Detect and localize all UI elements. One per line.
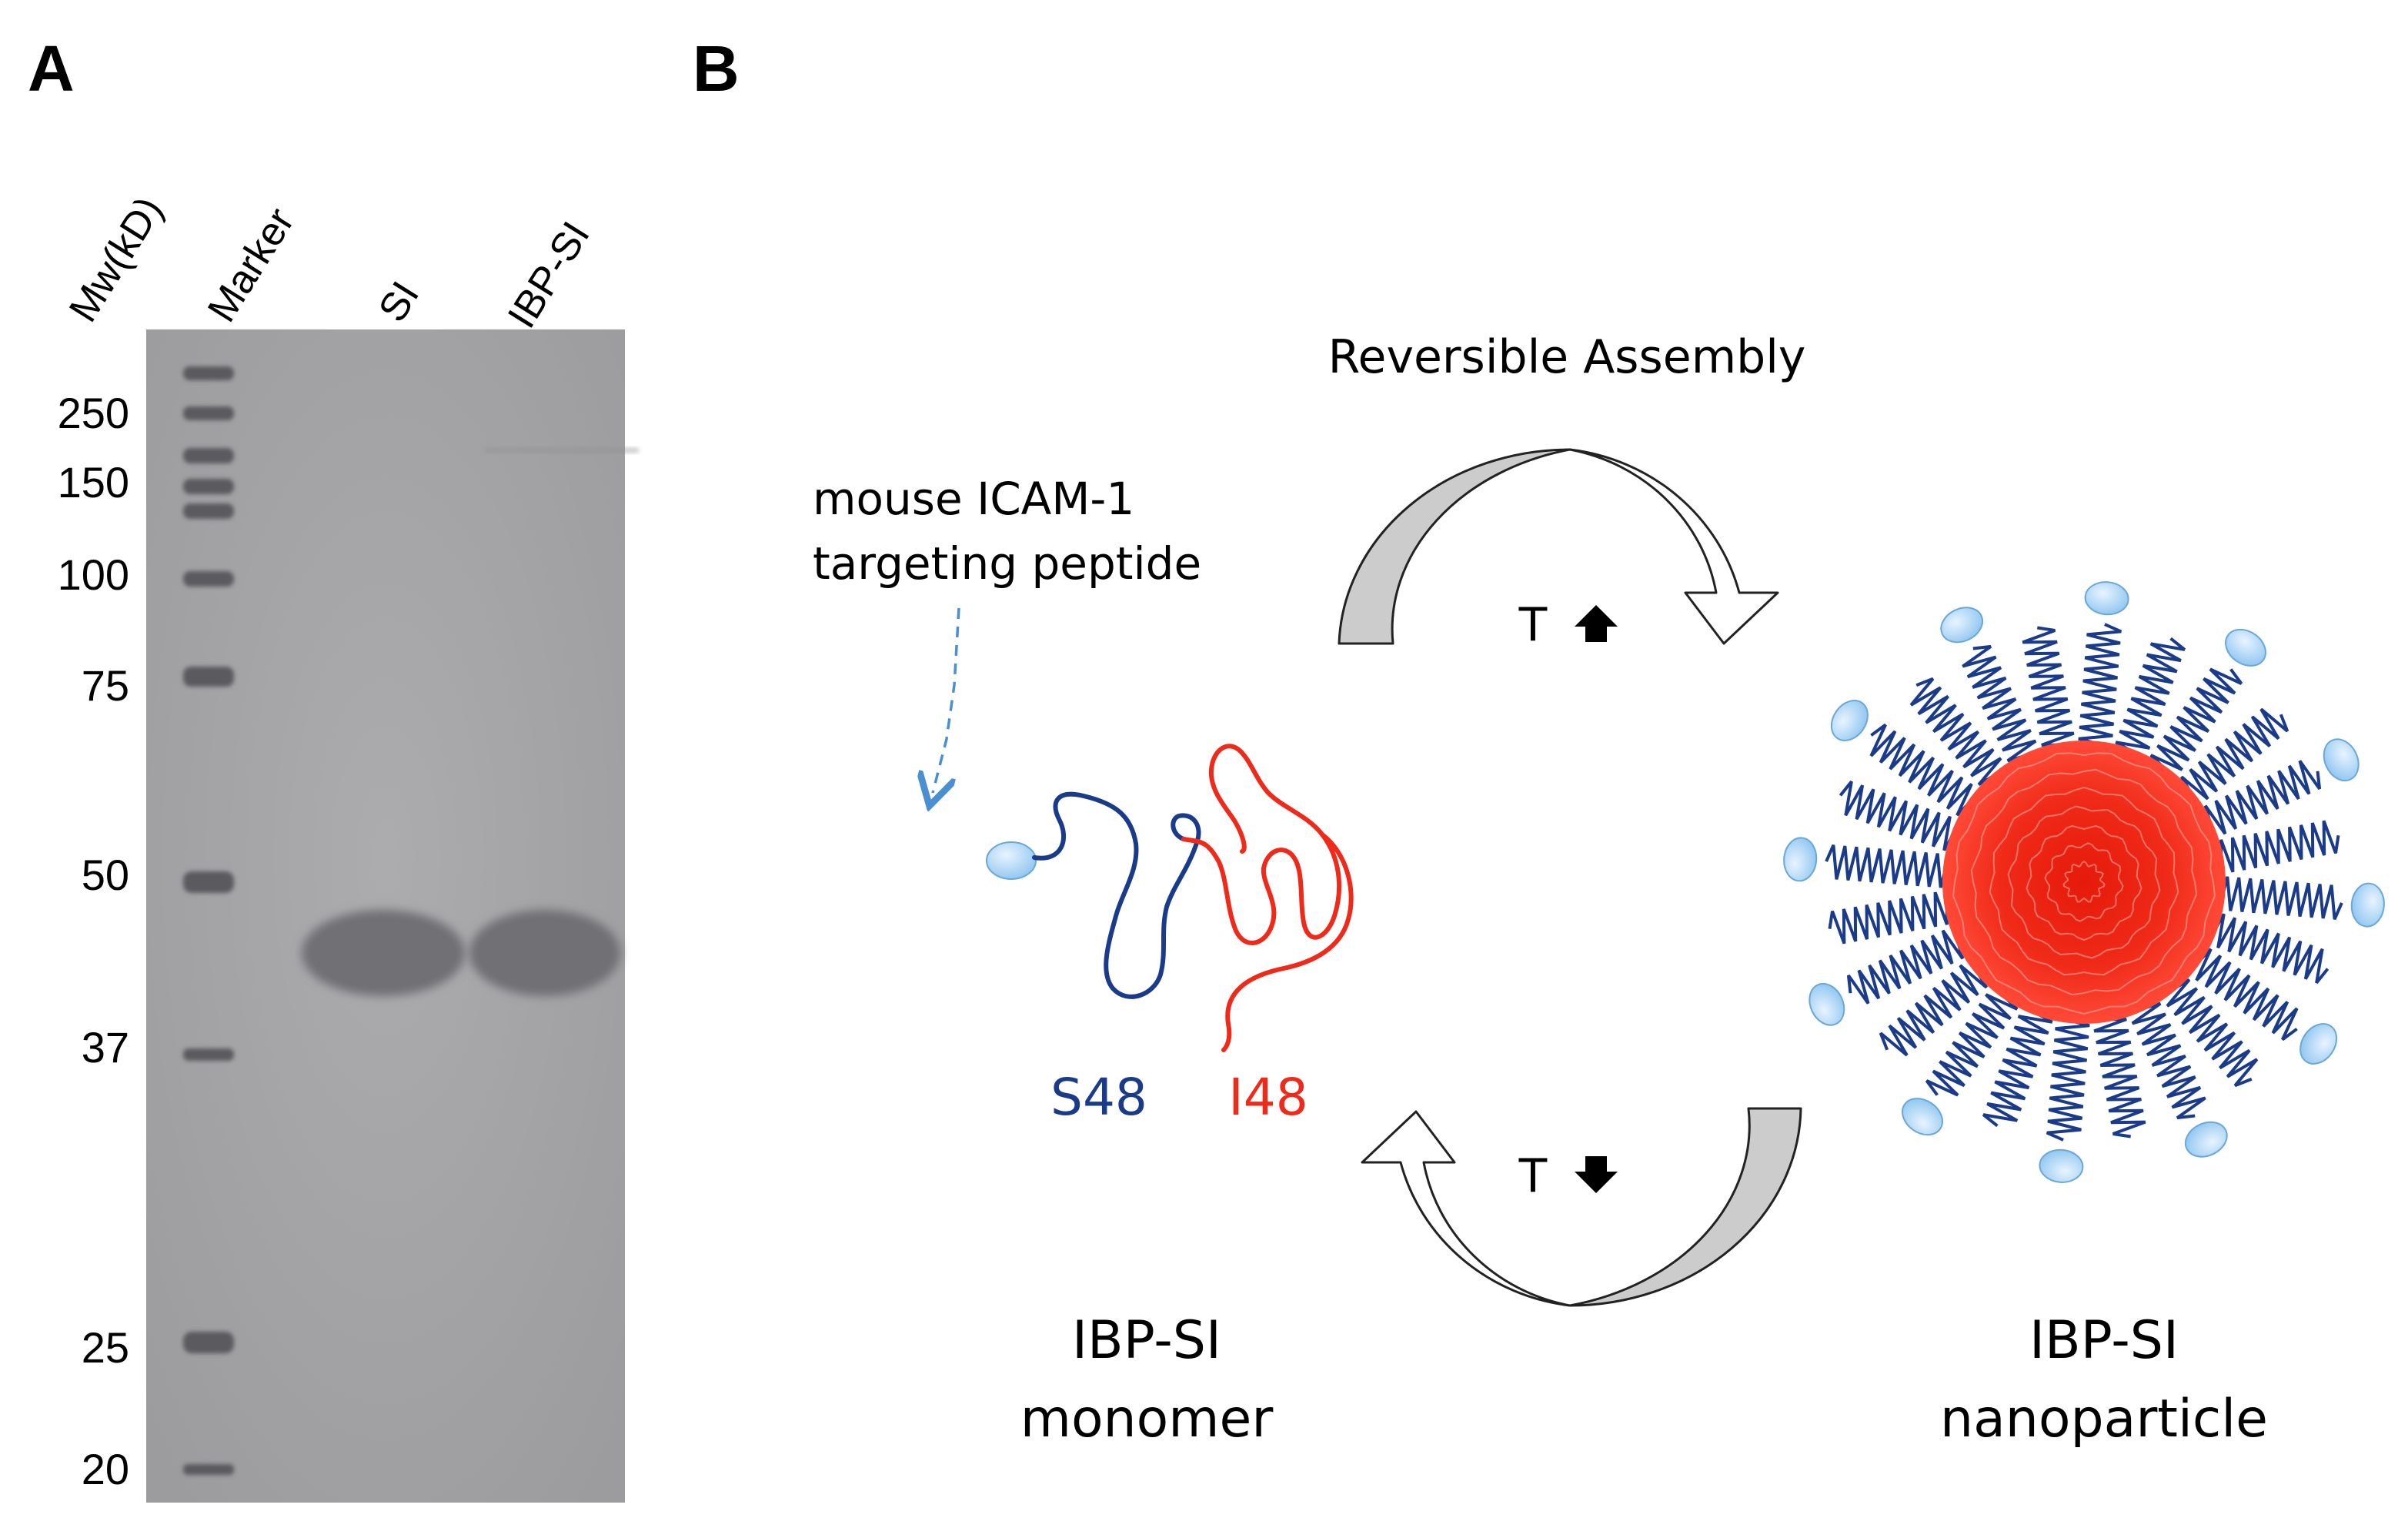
corona-chain — [2115, 637, 2186, 761]
corona-chain — [2078, 623, 2122, 754]
corona-peptide-icon — [1940, 607, 1984, 644]
core-ring — [1989, 786, 2179, 976]
mw-tick-20: 20 — [82, 1445, 129, 1493]
mw-tick-25: 25 — [82, 1323, 129, 1372]
mw-tick-150: 150 — [58, 458, 129, 507]
corona-peptide-icon — [1809, 982, 1845, 1026]
core-ring — [1970, 768, 2198, 996]
mw-tick-37: 37 — [82, 1023, 129, 1072]
peptide-label-line2: targeting peptide — [813, 537, 1201, 590]
panel-a-label: A — [28, 32, 75, 105]
corona-chain — [1846, 924, 1967, 1005]
arrow-down-icon — [1575, 1156, 1618, 1193]
s48-label: S48 — [1050, 1068, 1147, 1127]
corona-peptide-icon — [1783, 837, 1818, 882]
nanoparticle-caption-line1: IBP-SI — [2029, 1310, 2179, 1371]
header-si: SI — [370, 274, 428, 329]
core-ring — [1952, 752, 2216, 1015]
mw-tick-250: 250 — [58, 389, 129, 437]
corona-chain — [1825, 844, 1955, 888]
header-mw: Mw(kD) — [61, 189, 172, 330]
corona-peptide-icon — [1902, 1098, 1943, 1136]
core-ring — [2062, 860, 2106, 903]
targeting-peptide-icon — [986, 841, 1037, 880]
nanoparticle-corona — [1783, 581, 2385, 1183]
header-marker: Marker — [199, 200, 303, 329]
corona-chain — [2201, 760, 2322, 841]
corona-chain — [2211, 820, 2340, 875]
corona-chain — [1879, 956, 1989, 1057]
mw-tick-50: 50 — [82, 851, 129, 899]
peptide-pointer-arrow — [933, 607, 960, 793]
cycle-title: Reversible Assembly — [1328, 330, 1806, 384]
corona-chain — [2158, 978, 2259, 1088]
gel-lane-headers: Mw(kD) Marker SI IBP-SI — [61, 189, 599, 336]
nanoparticle-caption-line2: nanoparticle — [1940, 1389, 2268, 1449]
corona-chain — [2185, 948, 2299, 1042]
mw-axis-ticks: 250 150 100 75 50 37 25 20 — [58, 389, 129, 1493]
panel-b-label: B — [693, 32, 740, 105]
s48-chain — [1032, 791, 1201, 999]
corona-chain — [1869, 723, 1983, 817]
corona-peptide-icon — [2323, 738, 2360, 782]
nanoparticle-diagram — [1783, 581, 2385, 1183]
core-ring — [2026, 824, 2142, 941]
temp-up-label: T — [1518, 598, 1548, 652]
nanoparticle-core-chains — [1952, 752, 2216, 1015]
corona-chain — [1982, 1003, 2053, 1128]
ibp-si-band — [469, 910, 620, 996]
header-ibp-si: IBP-SI — [499, 214, 599, 336]
corona-chain — [1839, 780, 1963, 851]
monomer-caption-line2: monomer — [1020, 1389, 1274, 1449]
corona-peptide-icon — [2299, 1023, 2338, 1065]
arrow-up-icon — [1575, 605, 1618, 642]
i48-chain — [1181, 744, 1354, 1052]
marker-ladder — [183, 366, 234, 1475]
nanoparticle-core — [1942, 741, 2226, 1024]
corona-chain — [2149, 667, 2243, 781]
corona-peptide-icon — [2225, 628, 2266, 667]
gel-image — [146, 329, 639, 1503]
corona-chain — [2091, 1009, 2146, 1138]
mw-tick-100: 100 — [58, 550, 129, 599]
corona-chain — [2205, 913, 2330, 985]
corona-chain — [2126, 999, 2206, 1120]
corona-chain — [1925, 983, 2019, 1097]
disassembly-arrow — [1361, 1107, 1802, 1307]
assembly-arrow — [1338, 448, 1779, 645]
temp-down-label: T — [1518, 1149, 1548, 1203]
corona-chain — [1909, 677, 2010, 787]
temp-down-indicator: T — [1518, 1149, 1618, 1203]
corona-chain — [2022, 626, 2077, 755]
corona-chain — [1828, 889, 1957, 945]
corona-chain — [2213, 876, 2343, 921]
corona-peptide-icon — [2350, 882, 2385, 928]
temp-up-indicator: T — [1518, 598, 1618, 652]
corona-peptide-icon — [1830, 700, 1869, 741]
core-ring — [2007, 805, 2161, 959]
corona-chain — [1962, 644, 2042, 765]
core-ring — [2044, 842, 2124, 922]
monomer-caption-line1: IBP-SI — [1072, 1310, 1221, 1371]
monomer-diagram — [986, 744, 1354, 1052]
corona-peptide-icon — [2039, 1149, 2084, 1183]
mw-tick-75: 75 — [82, 661, 129, 710]
corona-chain — [2046, 1011, 2090, 1142]
corona-peptide-icon — [2084, 581, 2129, 616]
corona-chain — [2179, 707, 2289, 808]
i48-label: I48 — [1228, 1068, 1308, 1127]
si-band — [302, 910, 465, 996]
corona-peptide-icon — [2184, 1121, 2228, 1158]
peptide-label-line1: mouse ICAM-1 — [813, 473, 1134, 525]
